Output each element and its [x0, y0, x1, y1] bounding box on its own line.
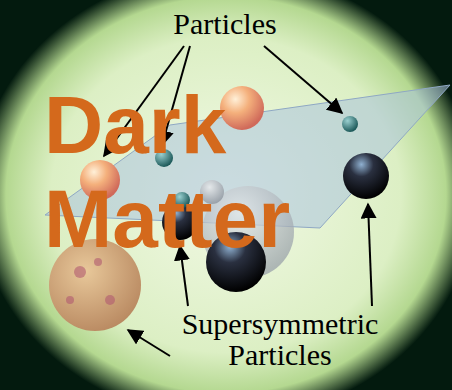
pointer-arrow: [368, 204, 372, 306]
pointer-arrow: [128, 330, 170, 356]
teal-ball: [342, 116, 358, 132]
pointer-label: Particles: [145, 8, 305, 39]
black-sphere: [343, 153, 389, 199]
pink-sphere: [220, 86, 264, 130]
pointer-arrow: [264, 46, 342, 113]
overlay-title: Dark Matter: [44, 78, 324, 266]
pointer-label: Supersymmetric Particles: [170, 308, 390, 370]
